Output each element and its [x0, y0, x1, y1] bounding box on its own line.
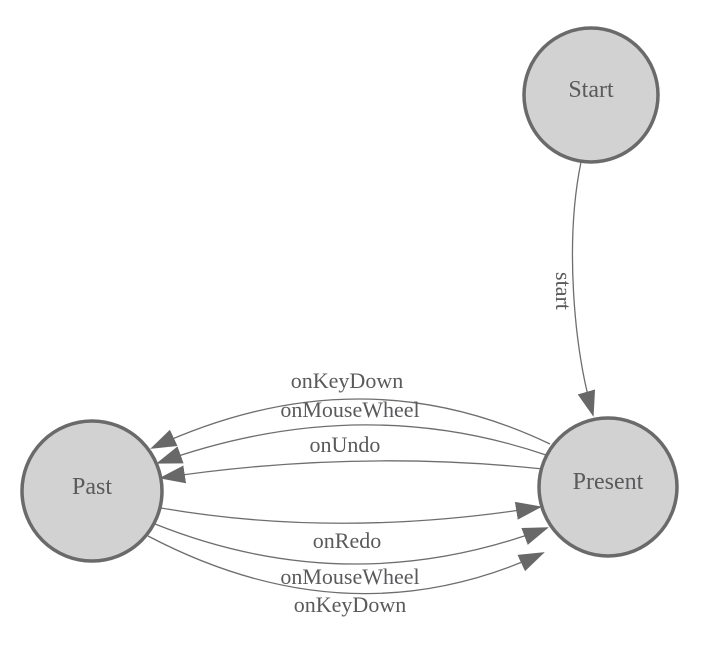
edge-onmousewheel-present-to-past	[156, 424, 547, 464]
start-node	[522, 26, 660, 164]
present-node	[537, 416, 679, 558]
past-node-label: Past	[72, 474, 112, 500]
edge-label-onredo: onRedo	[313, 528, 381, 553]
edge-label-onkeydown-top: onKeyDown	[291, 368, 403, 393]
edge-onmousewheel-past-to-present	[154, 523, 549, 565]
edge-label-onmousewheel-top: onMouseWheel	[280, 397, 419, 422]
edge-onundo-present-to-past	[159, 460, 544, 484]
past-node	[20, 419, 164, 563]
edge-onkeydown-past-to-present	[147, 535, 545, 595]
present-node-label: Present	[573, 469, 644, 495]
edge-onkeydown-present-to-past	[150, 398, 551, 449]
start-node-label: Start	[568, 77, 614, 103]
edge-label-onmousewheel-bottom: onMouseWheel	[280, 564, 419, 589]
edge-label-start: start	[551, 272, 576, 310]
edge-onredo-past-to-present	[160, 501, 542, 524]
edge-start-to-present	[571, 161, 596, 417]
edge-label-onundo: onUndo	[310, 432, 381, 457]
edge-label-onkeydown-bottom: onKeyDown	[294, 592, 406, 617]
